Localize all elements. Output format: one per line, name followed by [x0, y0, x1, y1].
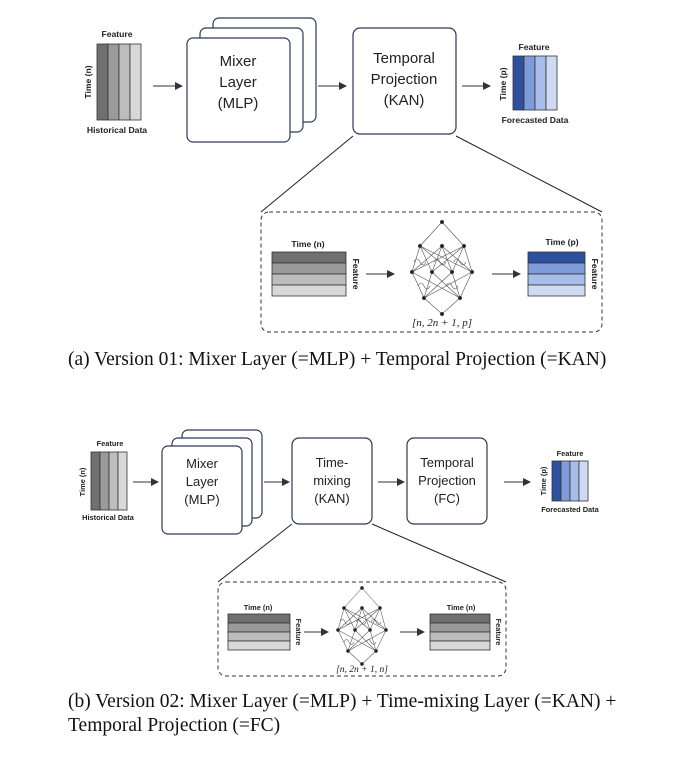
input-time-label-a: Time (n) — [83, 65, 93, 98]
input-data-block-b: Feature Time (n) Historical Data — [78, 439, 135, 522]
detail-output-time-label-a: Time (p) — [545, 237, 578, 247]
svg-text:Mixer: Mixer — [186, 456, 218, 471]
svg-text:(MLP): (MLP) — [184, 492, 219, 507]
time-mixing-box-b: Time- mixing (KAN) — [291, 437, 373, 525]
mixer-layer-box-a: Mixer Layer (MLP) — [186, 17, 317, 143]
svg-text:Temporal: Temporal — [420, 455, 474, 470]
svg-text:Temporal: Temporal — [373, 50, 435, 67]
temporal-projection-box-b: Temporal Projection (FC) — [406, 437, 488, 525]
svg-text:(KAN): (KAN) — [384, 92, 425, 109]
temporal-projection-box-a: Temporal Projection (KAN) — [352, 27, 457, 135]
svg-text:Projection: Projection — [418, 473, 476, 488]
svg-text:mixing: mixing — [313, 473, 351, 488]
output-data-block-b: Feature Time (p) Forecasted Data — [539, 449, 600, 514]
svg-text:Layer: Layer — [219, 74, 257, 91]
detail-input-feature-label-b: Feature — [294, 619, 303, 646]
zoom-line-left-b — [217, 523, 293, 583]
kan-detail-panel-b: Time (n) Feature [n, 2n + 1, n] — [217, 581, 507, 677]
version-b-diagram: Feature Time (n) Historical Data Mixer L… — [78, 429, 600, 677]
input-feature-label-b: Feature — [97, 439, 124, 448]
output-time-label-a: Time (p) — [498, 67, 508, 100]
svg-text:(FC): (FC) — [434, 491, 460, 506]
svg-text:Projection: Projection — [371, 71, 438, 88]
version-a-diagram: Feature Time (n) Historical Data Mixer L… — [83, 17, 603, 333]
svg-text:(MLP): (MLP) — [218, 95, 259, 112]
output-feature-label-b: Feature — [557, 449, 584, 458]
svg-text:Mixer: Mixer — [220, 53, 257, 70]
detail-input-time-label-b: Time (n) — [244, 603, 273, 612]
caption-version-b: (b) Version 02: Mixer Layer (=MLP) + Tim… — [68, 691, 617, 736]
caption-version-a: (a) Version 01: Mixer Layer (=MLP) + Tem… — [68, 349, 607, 370]
zoom-line-right-a — [455, 135, 603, 213]
detail-input-time-label-a: Time (n) — [291, 239, 324, 249]
kan-detail-panel-a: Time (n) Feature [n, 2n + 1, p] — [260, 211, 603, 333]
output-feature-label-a: Feature — [518, 42, 549, 52]
mixer-layer-box-b: Mixer Layer (MLP) — [161, 429, 263, 535]
historical-data-label-a: Historical Data — [87, 125, 147, 135]
detail-output-feature-label-a: Feature — [590, 258, 600, 289]
forecasted-data-label-a: Forecasted Data — [502, 115, 569, 125]
output-data-block-a: Feature Time (p) Forecasted Data — [498, 42, 569, 125]
detail-input-feature-label-a: Feature — [351, 258, 361, 289]
kan-network-icon-b — [336, 586, 388, 666]
forecasted-data-label-b: Forecasted Data — [541, 505, 599, 514]
input-feature-label-a: Feature — [101, 29, 132, 39]
svg-text:Layer: Layer — [186, 474, 219, 489]
input-time-label-b: Time (n) — [78, 467, 87, 496]
historical-data-label-b: Historical Data — [82, 513, 135, 522]
detail-output-time-label-b: Time (n) — [447, 603, 476, 612]
detail-output-feature-label-b: Feature — [494, 619, 503, 646]
network-dims-label-a: [n, 2n + 1, p] — [412, 317, 472, 329]
input-data-block-a: Feature Time (n) Historical Data — [83, 29, 147, 135]
zoom-line-left-a — [260, 135, 354, 213]
kan-network-icon-a — [409, 219, 475, 317]
output-time-label-b: Time (p) — [539, 466, 548, 495]
svg-text:Time-: Time- — [316, 455, 349, 470]
network-dims-label-b: [n, 2n + 1, n] — [336, 665, 388, 675]
zoom-line-right-b — [371, 523, 507, 583]
svg-text:(KAN): (KAN) — [314, 491, 349, 506]
